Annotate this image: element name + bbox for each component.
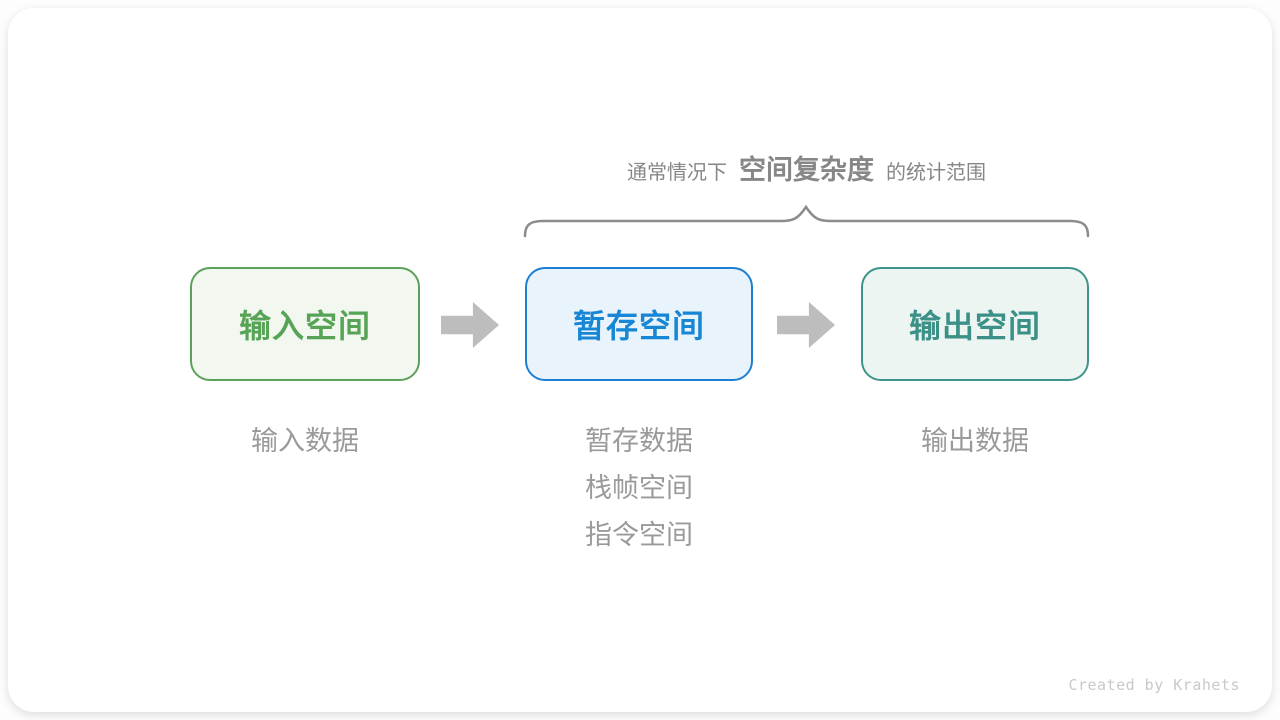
- node-temp-space: 暂存空间: [525, 267, 753, 381]
- annotation-prefix: 通常情况下: [627, 162, 727, 184]
- sub-label-temp-data: 暂存数据: [585, 426, 693, 456]
- annotation-highlight: 空间复杂度: [739, 155, 874, 185]
- sub-label-output-data: 输出数据: [921, 426, 1029, 456]
- diagram-card: 通常情况下空间复杂度的统计范围 输入空间 暂存空间 输出空间 输入数据 暂存数据…: [8, 8, 1272, 712]
- node-input-space: 输入空间: [190, 267, 420, 381]
- brace-path: [523, 204, 1090, 238]
- arrow-right-icon: [777, 302, 835, 348]
- sub-label-instruction-space: 指令空间: [585, 520, 693, 550]
- node-input-sublabels: 输入数据: [190, 427, 420, 474]
- node-output-space: 输出空间: [861, 267, 1089, 381]
- node-temp-sublabels: 暂存数据 栈帧空间 指令空间: [525, 427, 753, 568]
- sub-label-input-data: 输入数据: [251, 426, 359, 456]
- brace: [523, 204, 1090, 238]
- annotation-suffix: 的统计范围: [886, 162, 986, 184]
- sub-label-stack-frame-space: 栈帧空间: [585, 473, 693, 503]
- annotation-title: 通常情况下空间复杂度的统计范围: [523, 148, 1090, 187]
- node-input-space-label: 输入空间: [238, 308, 371, 344]
- credit-text: Created by Krahets: [1068, 676, 1240, 694]
- node-output-space-label: 输出空间: [908, 308, 1041, 344]
- arrow-right-icon: [441, 302, 499, 348]
- node-output-sublabels: 输出数据: [861, 427, 1089, 474]
- node-temp-space-label: 暂存空间: [572, 308, 705, 344]
